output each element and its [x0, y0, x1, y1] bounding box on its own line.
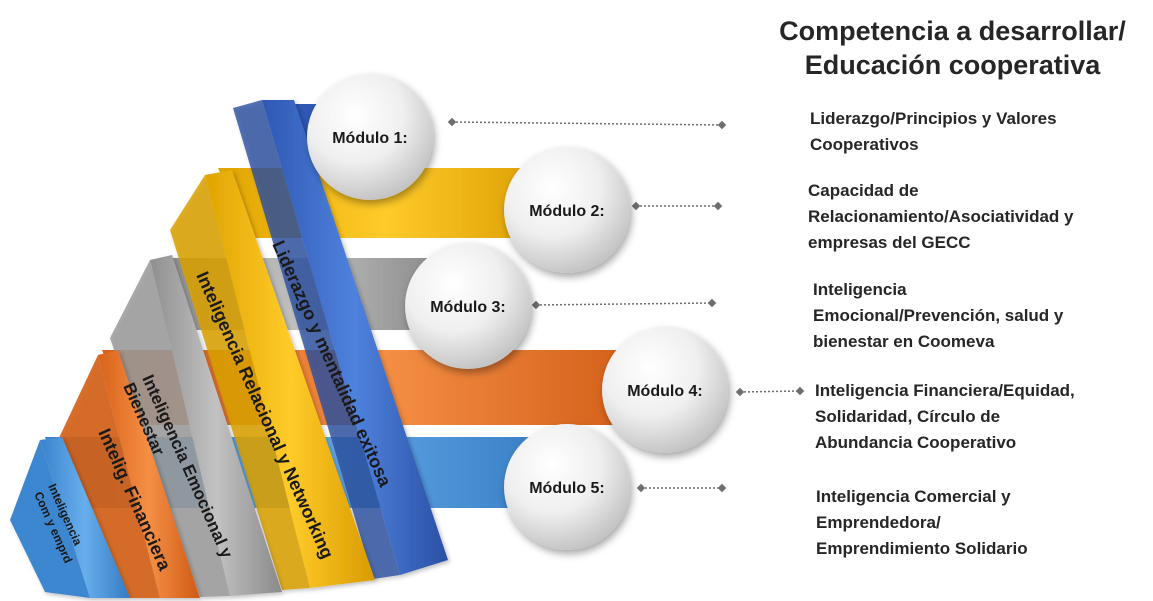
module-orb-1: Módulo 1: [307, 74, 433, 200]
competency-3-line-2: Emocional/Prevención, salud y [813, 306, 1064, 325]
competency-1-line-1: Liderazgo/Principios y Valores [810, 109, 1057, 128]
competency-4-line-3: Abundancia Cooperativo [815, 433, 1017, 452]
title-line-1: Competencia a desarrollar/ [779, 16, 1126, 46]
module-orb-2: Módulo 2: [504, 147, 630, 273]
competency-4-line-1: Inteligencia Financiera/Equidad, [815, 381, 1075, 400]
module-orb-3: Módulo 3: [405, 243, 531, 369]
competency-5-line-2: Emprendedora/ [816, 513, 941, 532]
competency-5: Inteligencia Comercial y Emprendedora/ E… [816, 484, 1028, 562]
competency-2-line-3: empresas del GECC [808, 233, 971, 252]
competency-2-line-1: Capacidad de [808, 181, 919, 200]
competency-2: Capacidad de Relacionamiento/Asociativid… [808, 178, 1073, 256]
title-line-2: Educación cooperativa [804, 50, 1101, 80]
competency-3-line-3: bienestar en Coomeva [813, 332, 995, 351]
competency-4: Inteligencia Financiera/Equidad, Solidar… [815, 378, 1075, 456]
competency-3-line-1: Inteligencia [813, 280, 907, 299]
module-label-1: Módulo 1: [332, 130, 408, 147]
competency-3: Inteligencia Emocional/Prevención, salud… [813, 277, 1063, 355]
competency-5-line-3: Emprendimiento Solidario [816, 539, 1028, 558]
competency-1-line-2: Cooperativos [810, 135, 919, 154]
module-orb-4: Módulo 4: [602, 327, 728, 453]
module-label-4: Módulo 4: [627, 383, 703, 400]
module-orb-5: Módulo 5: [504, 424, 630, 550]
cone-band-5-lightblue [10, 437, 130, 598]
cone-band-1-blue [233, 100, 448, 579]
cone-band-4-orange [58, 350, 200, 598]
module-label-5: Módulo 5: [529, 480, 605, 497]
cone-band-3-gray [110, 255, 282, 597]
diagram-title: Competencia a desarrollar/ Educación coo… [760, 14, 1145, 82]
connectors [451, 121, 801, 489]
module-label-3: Módulo 3: [430, 299, 506, 316]
competency-1: Liderazgo/Principios y Valores Cooperati… [810, 106, 1057, 158]
cone-band-2-yellow [170, 170, 375, 590]
competency-5-line-1: Inteligencia Comercial y [816, 487, 1011, 506]
module-label-2: Módulo 2: [529, 203, 605, 220]
competency-4-line-2: Solidaridad, Círculo de [815, 407, 1001, 426]
competency-2-line-2: Relacionamiento/Asociatividad y [808, 207, 1074, 226]
